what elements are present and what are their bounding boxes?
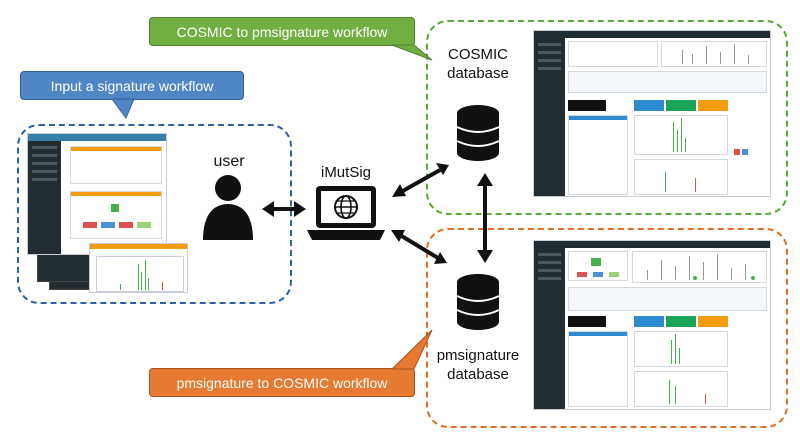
pmsignature-workflow-region bbox=[426, 228, 788, 428]
cosmic-workflow-region bbox=[426, 20, 788, 215]
database-link-arrow bbox=[477, 173, 493, 263]
cosmic-workflow-callout: COSMIC to pmsignature workflow bbox=[149, 17, 415, 46]
imutsig-label: iMutSig bbox=[320, 164, 372, 181]
user-label: user bbox=[213, 153, 245, 170]
cosmic-callout-pointer bbox=[391, 44, 433, 61]
laptop-pmsignature-arrow bbox=[391, 230, 447, 264]
cosmic-database-label: COSMIC database bbox=[433, 45, 523, 83]
cosmic-database-icon bbox=[456, 105, 500, 161]
pmsignature-database-label-line1: pmsignature bbox=[436, 347, 520, 364]
input-workflow-callout: Input a signature workflow bbox=[20, 71, 244, 100]
pmsignature-database-label: pmsignature database bbox=[423, 346, 533, 384]
input-screenshot-front bbox=[27, 133, 167, 255]
cosmic-database-label-line1: COSMIC bbox=[448, 46, 508, 63]
cosmic-database-label-line2: database bbox=[447, 65, 509, 82]
pmsignature-workflow-callout: pmsignature to COSMIC workflow bbox=[149, 368, 415, 397]
user-icon bbox=[203, 175, 253, 240]
laptop-globe-icon bbox=[307, 186, 385, 240]
user-laptop-arrow bbox=[262, 201, 306, 217]
pmsignature-database-icon bbox=[456, 274, 500, 330]
input-signature-panel bbox=[89, 243, 188, 293]
pmsignature-dashboard-screenshot bbox=[533, 240, 771, 410]
pms-callout-pointer bbox=[390, 329, 433, 370]
input-workflow-region bbox=[17, 124, 292, 304]
pmsignature-database-label-line2: database bbox=[447, 366, 509, 383]
input-callout-pointer bbox=[111, 98, 135, 120]
laptop-cosmic-arrow bbox=[392, 163, 449, 197]
cosmic-dashboard-screenshot bbox=[533, 30, 771, 197]
